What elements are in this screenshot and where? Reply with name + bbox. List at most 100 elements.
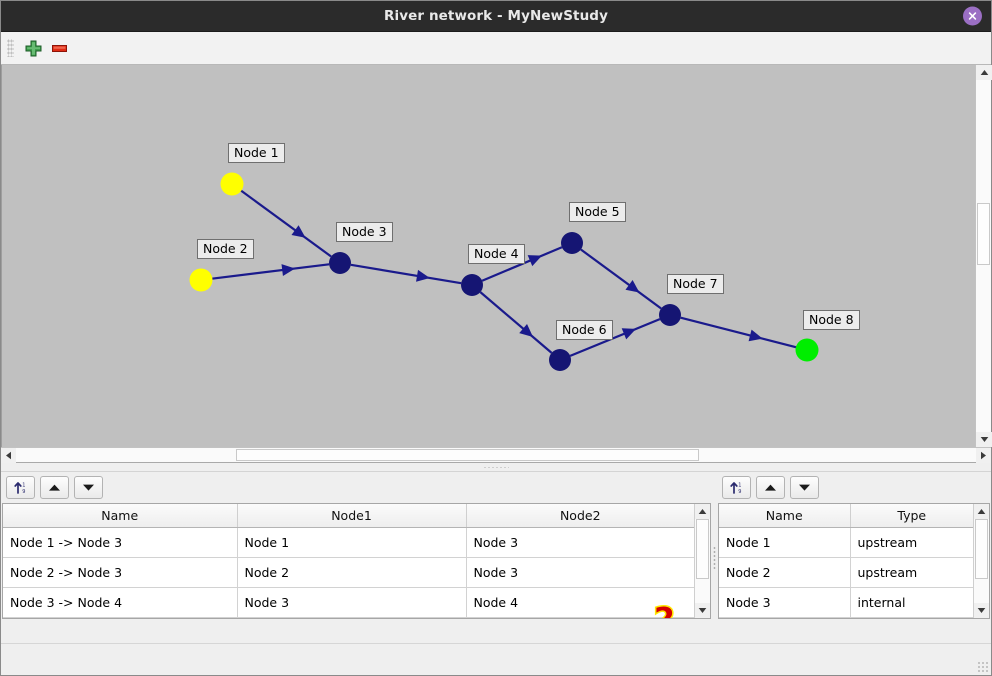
nodes-vscroll-thumb[interactable]: [975, 519, 988, 579]
scroll-right-button[interactable]: [976, 448, 991, 463]
graph-node-label[interactable]: Node 2: [197, 239, 254, 260]
graph-node[interactable]: [329, 252, 351, 274]
column-header[interactable]: Node1: [237, 504, 467, 528]
graph-edge[interactable]: [580, 248, 662, 310]
table-cell[interactable]: Node 5: [466, 617, 694, 618]
graph-node-label[interactable]: Node 3: [336, 222, 393, 243]
reaches-vertical-scrollbar[interactable]: [694, 504, 710, 618]
table-row[interactable]: Node 4internal: [719, 617, 973, 618]
nodes-pane: 1 9: [717, 472, 991, 643]
close-button[interactable]: [963, 6, 982, 26]
table-cell[interactable]: Node 3: [466, 527, 694, 558]
column-header[interactable]: Node2: [466, 504, 694, 528]
graph-edge[interactable]: [680, 316, 797, 349]
scroll-up-button[interactable]: [976, 65, 992, 80]
graph-node[interactable]: [795, 338, 819, 362]
scroll-down-button[interactable]: [976, 432, 992, 447]
graph-node[interactable]: [189, 268, 213, 292]
graph-vscroll-thumb[interactable]: [977, 203, 990, 265]
graph-node-label[interactable]: Node 6: [556, 320, 613, 341]
table-cell[interactable]: Node 3: [466, 557, 694, 588]
scroll-up-button[interactable]: [974, 504, 989, 519]
edge-arrowhead: [281, 264, 296, 277]
table-cell[interactable]: Node 4: [237, 617, 467, 618]
title-bar: River network - MyNewStudy: [1, 1, 991, 32]
column-header[interactable]: Name: [719, 504, 851, 528]
scroll-down-button[interactable]: [974, 603, 989, 618]
table-cell[interactable]: Node 1 -> Node 3: [3, 527, 238, 558]
graph-hscroll-track[interactable]: [16, 448, 976, 462]
status-bar: [1, 643, 991, 675]
edge-arrowhead: [416, 269, 430, 282]
scroll-up-button[interactable]: [695, 504, 710, 519]
graph-node-label[interactable]: Node 1: [228, 143, 285, 164]
nodes-move-up-button[interactable]: [756, 476, 785, 499]
remove-node-button[interactable]: [46, 35, 72, 61]
table-cell[interactable]: internal: [850, 587, 973, 618]
graph-node[interactable]: [461, 274, 483, 296]
graph-node[interactable]: [549, 349, 571, 371]
graph-edge[interactable]: [240, 189, 332, 258]
graph-node-label[interactable]: Node 5: [569, 202, 626, 223]
annotation-marker-2: 2: [653, 603, 677, 618]
nodes-sort-button[interactable]: 1 9: [722, 476, 751, 499]
graph-node-label[interactable]: Node 8: [803, 310, 860, 331]
table-cell[interactable]: Node 3: [719, 587, 851, 618]
graph-node-label[interactable]: Node 7: [667, 274, 724, 295]
table-cell[interactable]: internal: [850, 617, 973, 618]
graph-horizontal-scrollbar[interactable]: [1, 447, 991, 463]
graph-edge[interactable]: [479, 291, 553, 354]
column-header[interactable]: Type: [850, 504, 973, 528]
table-cell[interactable]: upstream: [850, 557, 973, 588]
reaches-move-up-button[interactable]: [40, 476, 69, 499]
nodes-pane-padding: [717, 619, 991, 643]
graph-edge[interactable]: [569, 318, 661, 357]
nodes-move-down-button[interactable]: [790, 476, 819, 499]
reaches-vscroll-thumb[interactable]: [696, 519, 709, 579]
table-cell[interactable]: upstream: [850, 527, 973, 558]
graph-node[interactable]: [659, 304, 681, 326]
nodes-vscroll-track[interactable]: [974, 519, 989, 603]
graph-node[interactable]: [561, 232, 583, 254]
graph-node-label[interactable]: Node 4: [468, 244, 525, 265]
splitter-grip-icon: [713, 545, 716, 570]
graph-node[interactable]: [220, 172, 244, 196]
vertical-splitter[interactable]: [712, 472, 717, 643]
graph-vertical-scrollbar[interactable]: [975, 65, 992, 447]
column-header[interactable]: Name: [3, 504, 238, 528]
toolbar-drag-handle[interactable]: [7, 39, 14, 57]
table-cell[interactable]: Node 4: [719, 617, 851, 618]
table-cell[interactable]: Node 3 -> Node 4: [3, 587, 238, 618]
graph-hscroll-thumb[interactable]: [236, 449, 699, 461]
table-cell[interactable]: Node 1: [237, 527, 467, 558]
table-cell[interactable]: Node 2 -> Node 3: [3, 557, 238, 588]
scroll-left-button[interactable]: [1, 448, 16, 463]
reaches-vscroll-track[interactable]: [695, 519, 710, 603]
nodes-vertical-scrollbar[interactable]: [973, 504, 989, 618]
table-cell[interactable]: Node 2: [719, 557, 851, 588]
table-cell[interactable]: Node 4 -> Node 5: [3, 617, 238, 618]
graph-edge[interactable]: [211, 263, 330, 280]
scroll-down-button[interactable]: [695, 603, 710, 618]
horizontal-splitter[interactable]: [1, 463, 991, 472]
reaches-sort-button[interactable]: 1 9: [6, 476, 35, 499]
table-cell[interactable]: Node 4: [466, 587, 694, 618]
graph-edge[interactable]: [350, 263, 462, 285]
graph-vscroll-track[interactable]: [976, 80, 991, 432]
table-cell[interactable]: Node 2: [237, 557, 467, 588]
reaches-move-down-button[interactable]: [74, 476, 103, 499]
add-node-button[interactable]: [20, 35, 46, 61]
table-cell[interactable]: Node 1: [719, 527, 851, 558]
window-resize-grip[interactable]: [977, 661, 988, 672]
table-cell[interactable]: Node 3: [237, 587, 467, 618]
